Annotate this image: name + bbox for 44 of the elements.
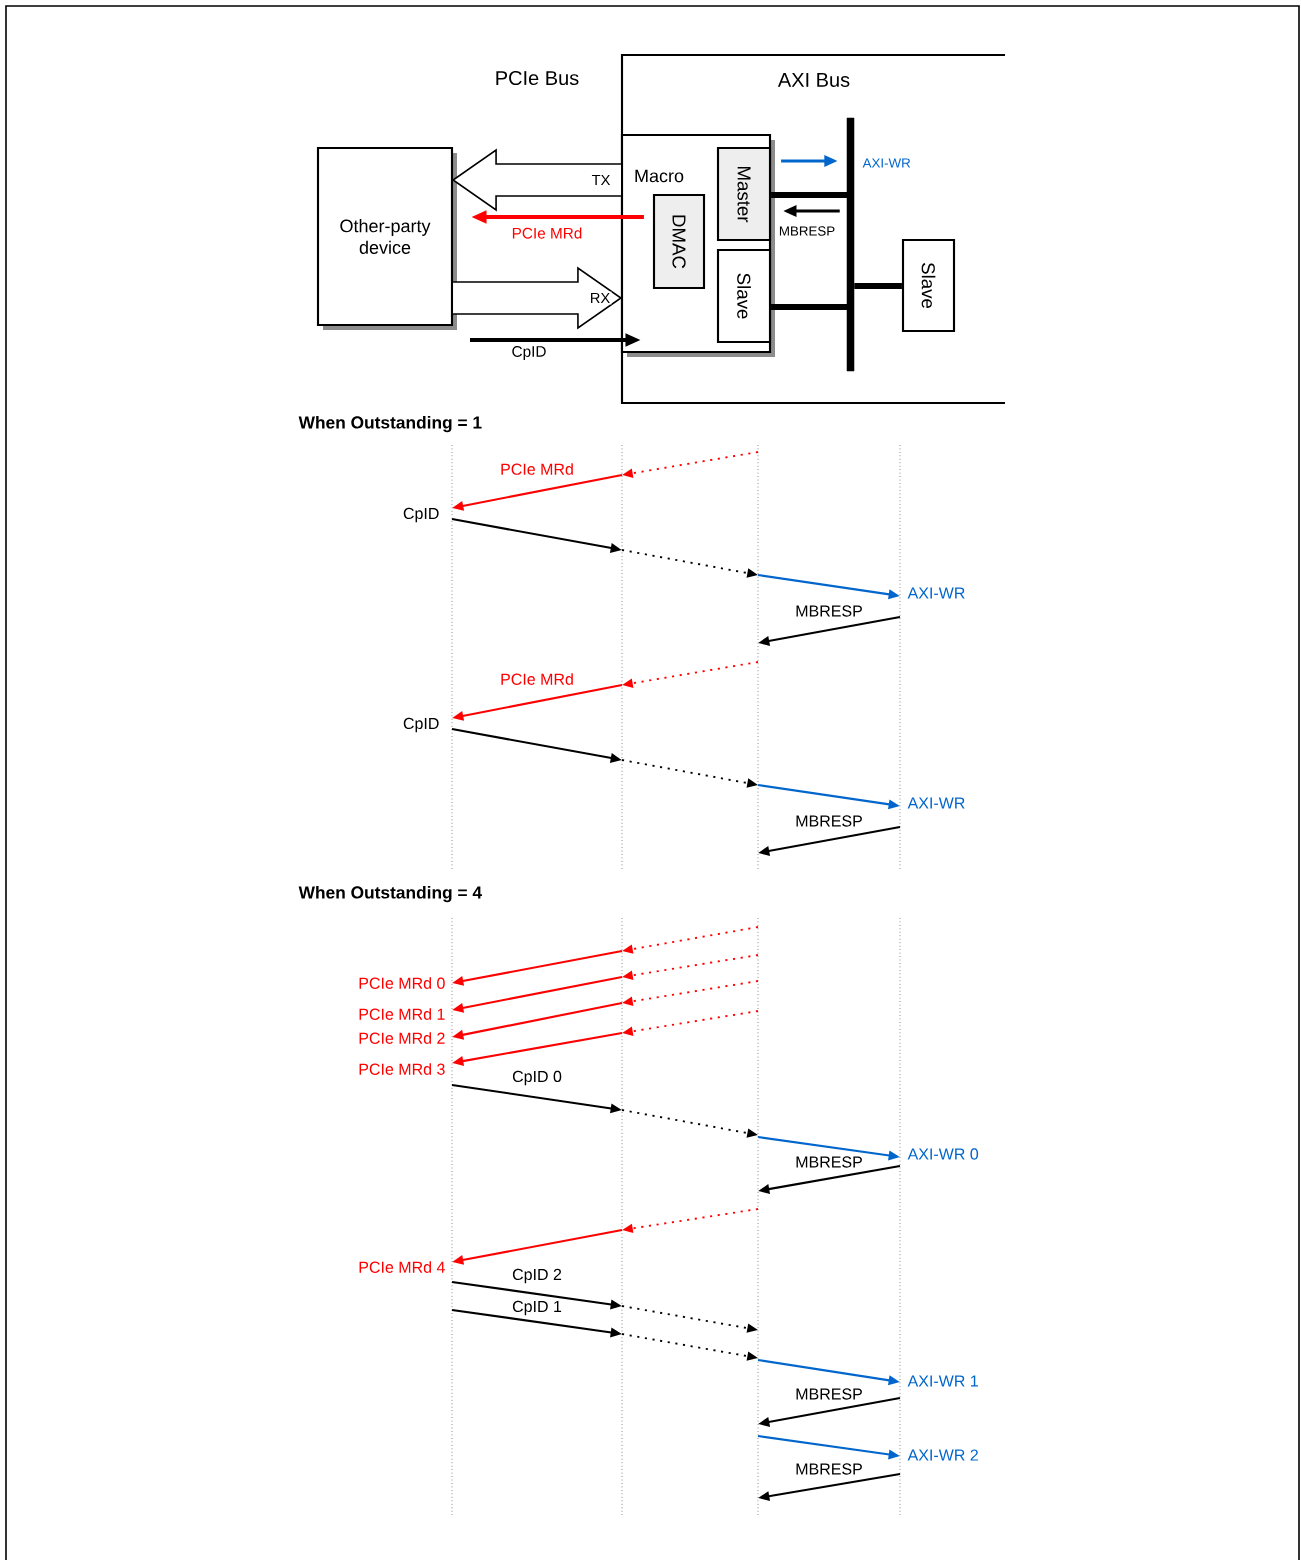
edge-label: CpID <box>401 716 441 734</box>
edge-label: AXI-WR <box>861 157 913 169</box>
edge-label: AXI-WR 0 <box>906 1147 981 1161</box>
slave-box: Slave <box>716 248 772 344</box>
edge-label: MBRESP <box>793 604 865 618</box>
edge-label: PCIe MRd 3 <box>356 1061 447 1077</box>
bus-label: PCIe Bus <box>496 70 579 86</box>
slave-box: Slave <box>901 238 956 333</box>
edge-label: CpID <box>510 344 548 362</box>
section-heading: When Outstanding = 4 <box>298 885 482 903</box>
bus-bar <box>846 117 855 372</box>
edge-label: PCIe MRd 2 <box>356 1030 447 1046</box>
bus-line <box>854 283 902 289</box>
block-arrow <box>451 148 622 212</box>
edge-label: AXI-WR <box>906 796 967 810</box>
edge-label: PCIe MRd <box>510 226 584 240</box>
device-box: Other-party device <box>316 146 457 330</box>
edge-label: PCIe MRd 0 <box>356 975 447 991</box>
edge-label: CpID 2 <box>510 1267 564 1285</box>
edge-label: MBRESP <box>793 1462 865 1476</box>
edge-label: CpID 0 <box>510 1069 564 1087</box>
bus-line <box>771 192 848 198</box>
bus-line <box>771 304 848 310</box>
edge-label: AXI-WR <box>906 586 967 600</box>
lifeline <box>451 444 453 871</box>
lifeline <box>899 444 901 871</box>
dmac-box: DMAC <box>652 193 706 290</box>
edge-label: CpID 1 <box>510 1299 564 1317</box>
block-arrow <box>452 266 623 330</box>
master-box: Master <box>716 146 772 242</box>
edge-label: CpID <box>401 506 441 524</box>
edge-label: AXI-WR 1 <box>906 1374 981 1388</box>
edge-label: PCIe MRd <box>498 671 576 687</box>
edge-label: PCIe MRd 1 <box>356 1006 447 1022</box>
edge-label: MBRESP <box>793 814 865 828</box>
section-heading: When Outstanding = 1 <box>298 415 482 433</box>
edge-label: MBRESP <box>793 1387 865 1401</box>
edge-label: MBRESP <box>777 224 837 238</box>
lifeline <box>757 444 759 871</box>
edge-label: PCIe MRd 4 <box>356 1259 447 1275</box>
edge-label: AXI-WR 2 <box>906 1448 981 1462</box>
edge-label: PCIe MRd <box>498 461 576 477</box>
edge-label: MBRESP <box>793 1155 865 1169</box>
lifeline <box>621 444 623 871</box>
